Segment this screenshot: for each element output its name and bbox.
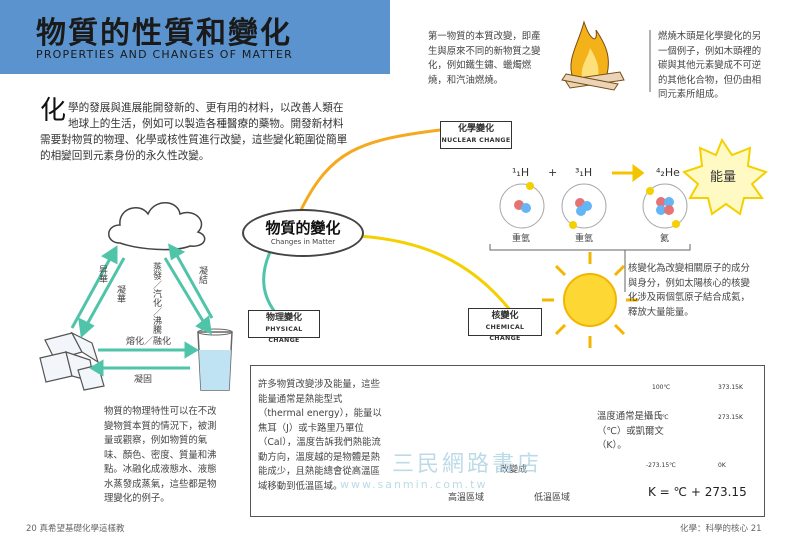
tritium-label: 重氫 (575, 234, 594, 244)
mindmap-center-node: 物質的變化 Changes in Matter (242, 209, 364, 257)
cloud-icon (108, 202, 206, 251)
ice-cubes-icon (39, 331, 105, 391)
nuclear-change-label: 核變化 (491, 311, 519, 321)
high-temp-label: 高溫區域 (448, 493, 485, 503)
chemical-change-en: NUCLEAR CHANGE (441, 137, 511, 144)
helium-symbol: ⁴₂He (656, 166, 680, 179)
fusion-arrow (612, 164, 645, 182)
fire-icon (561, 20, 625, 91)
center-title: 物質的變化 (265, 219, 341, 237)
scale-100c: 100℃ (652, 384, 671, 391)
physical-change-en: PHYSICAL CHANGE (265, 326, 303, 344)
title-band (0, 0, 390, 74)
deposition-label: 凝華 (115, 285, 125, 303)
center-subtitle: Changes in Matter (270, 238, 336, 246)
tritium-symbol: ³₁H (575, 166, 593, 179)
physical-change-tag: 物理變化 PHYSICAL CHANGE (248, 310, 320, 344)
branch-nuclear (357, 234, 512, 311)
scale-abs-c: -273.15℃ (646, 462, 676, 469)
condensation-label: 凝結 (197, 266, 207, 284)
watermark-url: www.sanmin.com.tw (340, 478, 488, 491)
helium-atom (642, 183, 688, 229)
helium-label: 氦 (660, 234, 670, 244)
branch-chemical (298, 128, 441, 213)
energy-box (250, 365, 765, 517)
chemical-change-tag: 化學變化 NUCLEAR CHANGE (440, 121, 512, 149)
footer-left: 20 真希望基礎化學這樣教 (26, 524, 125, 534)
melting-label: 熔化／融化 (126, 337, 172, 347)
tritium-atom (561, 183, 607, 229)
water-glass-icon (197, 328, 233, 391)
scale-0c: 0℃ (658, 414, 669, 421)
note-burning: 燃燒木頭是化學變化的另一個例子，例如木頭裡的碳與其他元素變成不可逆的其他化合物，… (658, 31, 762, 100)
evaporation-label: 蒸發／汽化／沸騰 (151, 262, 161, 334)
nuclear-change-tag: 核變化 CHEMICAL CHANGE (468, 308, 542, 342)
scale-373k: 373.15K (718, 384, 743, 391)
drop-cap: 化 (40, 96, 67, 126)
sun-icon (542, 252, 638, 348)
scale-273k: 273.15K (718, 414, 743, 421)
intro-text: 學的發展與進展能開發新的、更有用的材料，以改善人類在地球上的生活，例如可以製造各… (40, 102, 348, 162)
footer-right: 化學：科學的核心 21 (680, 524, 762, 534)
freezing-label: 凝固 (134, 375, 153, 385)
page-title: 物質的性質和變化 (36, 16, 292, 51)
note-energy: 許多物質改變涉及能量，這些能量通常是熱能型式（thermal energy），能… (258, 379, 382, 492)
plus-sign: + (548, 166, 558, 179)
note-chemical-change: 第一物質的本質改變，即產生與原來不同的新物質之變化，例如鐵生鏽、蠟燭燃燒，和汽油… (428, 31, 541, 86)
nuclear-change-en: CHEMICAL CHANGE (485, 324, 525, 342)
watermark-text: 三民網路書店 (392, 452, 543, 477)
page-subtitle: PROPERTIES AND CHANGES OF MATTER (36, 48, 294, 61)
change-label: 改變成 (500, 465, 528, 475)
scale-0k: 0K (718, 462, 726, 469)
note-nuclear: 核變化為改變相關原子的成分與身分，例如太陽核心的核變化涉及兩個氫原子結合成氦，釋… (628, 263, 750, 318)
note-physical: 物質的物理特性可以在不改變物質本質的情況下，被測量或觀察，例如物質的氣味、顏色、… (104, 406, 217, 504)
deuterium-label: 重氫 (512, 234, 531, 244)
kelvin-formula: K = ℃ + 273.15 (648, 485, 747, 499)
low-temp-label: 低溫區域 (534, 493, 571, 503)
chemical-change-label: 化學變化 (457, 124, 494, 134)
deuterium-atom (499, 182, 545, 229)
deuterium-symbol: ¹₁H (512, 166, 530, 179)
branch-physical (262, 251, 277, 313)
energy-burst-icon (682, 137, 768, 216)
intro-paragraph: 化 學的發展與進展能開發新的、更有用的材料，以改善人類在地球上的生活，例如可以製… (40, 96, 352, 164)
note-temperature: 溫度通常是攝氏（℃）或凱爾文（K）。 (597, 411, 664, 451)
atom-bracket (489, 244, 691, 251)
sublimation-label: 昇華 (97, 265, 107, 283)
physical-change-label: 物理變化 (265, 313, 302, 323)
energy-label: 能量 (710, 170, 737, 185)
phase-arrows (70, 243, 214, 377)
